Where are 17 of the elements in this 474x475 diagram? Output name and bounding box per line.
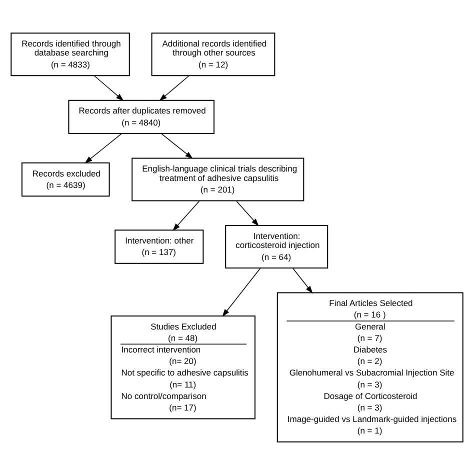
node-box: Studies Excluded (n = 48) Incorrect intervention (n= 20) Not specific to adhesive capsulitis (n= 11) No control/comparison (n= 17) [110, 315, 256, 420]
node-box: English-language clinical trials describing treatment of adhesive capsulitis (n = 201) [132, 158, 304, 202]
arrow [292, 268, 313, 294]
arrow [172, 200, 200, 232]
node-box: Records after duplicates removed (n = 4840) [68, 100, 215, 134]
arrow [84, 133, 122, 164]
arrow [222, 268, 261, 317]
arrow [236, 200, 259, 226]
node-box: Records identified through database searching (n = 4833) [10, 32, 130, 76]
arrow [159, 75, 190, 102]
node-box: Additional records identified through other sources (n = 12) [151, 32, 276, 76]
arrow [160, 133, 193, 159]
arrow [94, 75, 124, 102]
node-box: Final Articles Selected (n = 16 ) General (n = 7) Diabetes (n = 2) Glenohumeral vs Subacromial Injection Site (n = 3) Dosage of Corticosteroid (n = 3) Image-guided vs Landmark-guided injections (n = 1) [276, 292, 464, 442]
node-box: Intervention: corticosteroid injection (n = 64) [225, 225, 328, 269]
node-box: Intervention: other (n = 137) [114, 230, 204, 264]
node-box: Records excluded (n = 4639) [21, 162, 110, 197]
